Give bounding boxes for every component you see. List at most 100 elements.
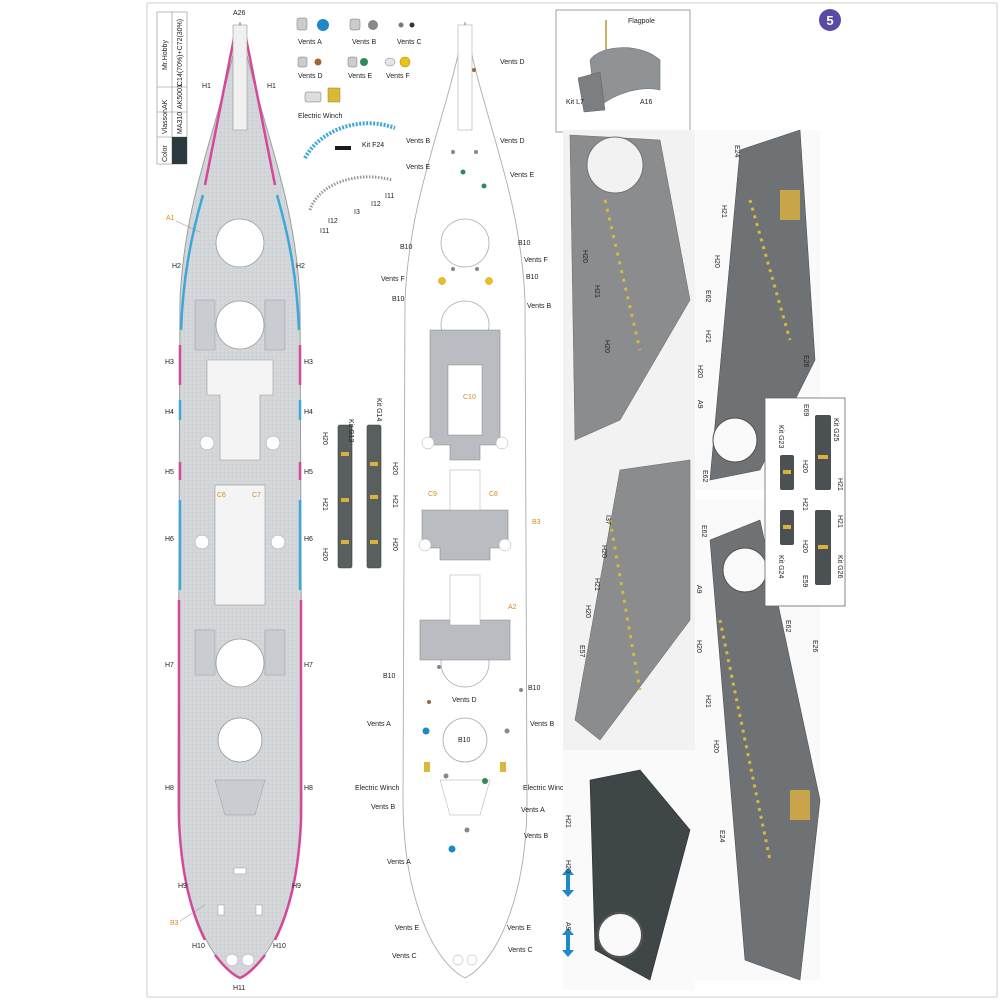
label-h1-right: H1 [267,83,276,90]
cl-vents-c-bottom-right: Vents C [508,947,533,954]
vents-legend: Vents A Vents B Vents C Vents D Vents E … [296,17,422,235]
label-g13-h20a: H20 [321,432,328,445]
cl-vents-b-left: Vents B [406,138,430,145]
cl-vents-a-left: Vents A [367,721,391,728]
cl-b10-g: B10 [458,737,471,744]
pl-h21-1: H21 [593,285,600,298]
cl-a2: A2 [508,604,517,611]
db-h21-c: H21 [836,515,843,528]
cl-b10-a: B10 [400,244,413,251]
double-arrow-icon [562,868,574,897]
photo-panel-5 [562,750,695,990]
vlasson-header: Vlasson [162,109,169,134]
db-kit-g26: Kit G26 [836,555,843,578]
cl-vents-c-bottom-left: Vents C [392,953,417,960]
ak-header: AK [162,99,169,109]
pl-e26-2: E26 [811,640,818,653]
pl-e24-1: E24 [733,145,740,158]
pl-h20-4: H20 [696,365,703,378]
pl-e24-2: E24 [718,830,725,843]
vent-markers [422,68,523,853]
label-h8-right: H8 [304,785,313,792]
mrhobby-header: Mr.Hobby [162,40,169,70]
double-arrow-icon [562,928,574,957]
label-h8-left: H8 [165,785,174,792]
label-h2-right: H2 [296,263,305,270]
label-g13-h20b: H20 [321,548,328,561]
legend-vents-b: Vents B [352,39,376,46]
label-kit-g13: Kit G13 [347,419,354,442]
cl-vents-f-left: Vents F [381,276,405,283]
label-h7-right: H7 [304,662,313,669]
label-h6-right: H6 [304,536,313,543]
pl-h21-2: H21 [720,205,727,218]
electric-winch-icon [304,87,341,103]
label-h10-left: H10 [192,943,205,950]
pl-h20-1: H20 [581,250,588,263]
pl-h21-4: H21 [593,578,600,591]
photo-panel-1 [563,130,695,450]
pl-a9-2: A9 [695,585,702,594]
pl-h20-6: H20 [584,605,591,618]
label-i11-top: I11 [385,193,394,200]
pl-a9-1: A9 [696,400,703,409]
pl-h20-5: H20 [600,545,607,558]
label-i11-bottom: I11 [320,228,329,235]
label-h7-left: H7 [165,662,174,669]
step-badge: 5 [819,9,841,31]
label-h1-left: H1 [202,83,211,90]
cl-vents-f-right: Vents F [524,257,548,264]
db-h20-a: H20 [801,460,808,473]
legend-vents-e: Vents E [348,73,372,80]
kit-strips: Kit G13 Kit G14 H20 H21 H20 H20 H21 H20 [321,398,398,569]
pl-h21-3: H21 [704,330,711,343]
label-g14-h20b: H20 [391,538,398,551]
detail-box-kits: Kit G25 E69 Kit G23 H20 H21 H21 H21 H20 … [764,397,846,607]
cl-b3: B3 [532,519,541,526]
label-kit-g14: Kit G14 [375,398,382,421]
photo-panel-2 [695,129,820,490]
vlasson-value: MA310 [177,112,184,134]
cl-c8: C8 [489,491,498,498]
pl-i37: I37 [604,515,611,525]
pl-e26-1: E26 [802,355,809,368]
cl-c9: C9 [428,491,437,498]
cl-b10-b: B10 [518,240,531,247]
color-table: Color Vlasson AK Mr.Hobby MA310 AK5001 C… [156,11,188,165]
pl-a9-3: A9 [564,922,571,931]
cl-vents-e-bottom-right: Vents E [507,925,531,932]
pl-h20-3: H20 [713,255,720,268]
label-c6: C6 [217,492,226,499]
db-h21-a: H21 [836,478,843,491]
label-a16: A16 [640,99,653,106]
color-swatch [172,137,187,164]
cl-vents-a-lower: Vents A [387,859,411,866]
pl-h20-8: H20 [712,740,719,753]
cl-vents-d-right: Vents D [500,138,525,145]
label-i12-right: I12 [371,201,381,208]
cl-vents-e-right: Vents E [510,172,534,179]
pl-h21-6: H21 [564,815,571,828]
label-g13-h21: H21 [321,498,328,511]
label-h9-left: H9 [178,883,187,890]
cl-vents-d-lower: Vents D [452,697,477,704]
ak-value: AK5001 [177,84,184,109]
pl-h20-9: H20 [564,860,571,873]
vents-a-symbol [296,17,329,31]
hull-deck-left [177,21,303,980]
legend-vents-a: Vents A [298,39,322,46]
pl-e57: E57 [578,645,585,658]
label-h5-left: H5 [165,469,174,476]
pl-e62-3: E62 [700,525,707,538]
cl-c10: C10 [463,394,476,401]
cl-vents-b-lower: Vents B [371,804,395,811]
db-h21-b: H21 [801,498,808,511]
label-h11: H11 [233,985,245,992]
pl-h20-2: H20 [603,340,610,353]
label-h3-right: H3 [304,359,313,366]
left-hull-labels: A26 H1 H1 A1 H2 H2 H3 H3 H4 H4 H5 H5 H6 … [165,10,313,992]
vents-b-symbol [349,18,378,31]
cl-b10-c: B10 [526,274,539,281]
cl-vents-b-right2: Vents B [530,721,554,728]
label-h9-right: H9 [292,883,301,890]
